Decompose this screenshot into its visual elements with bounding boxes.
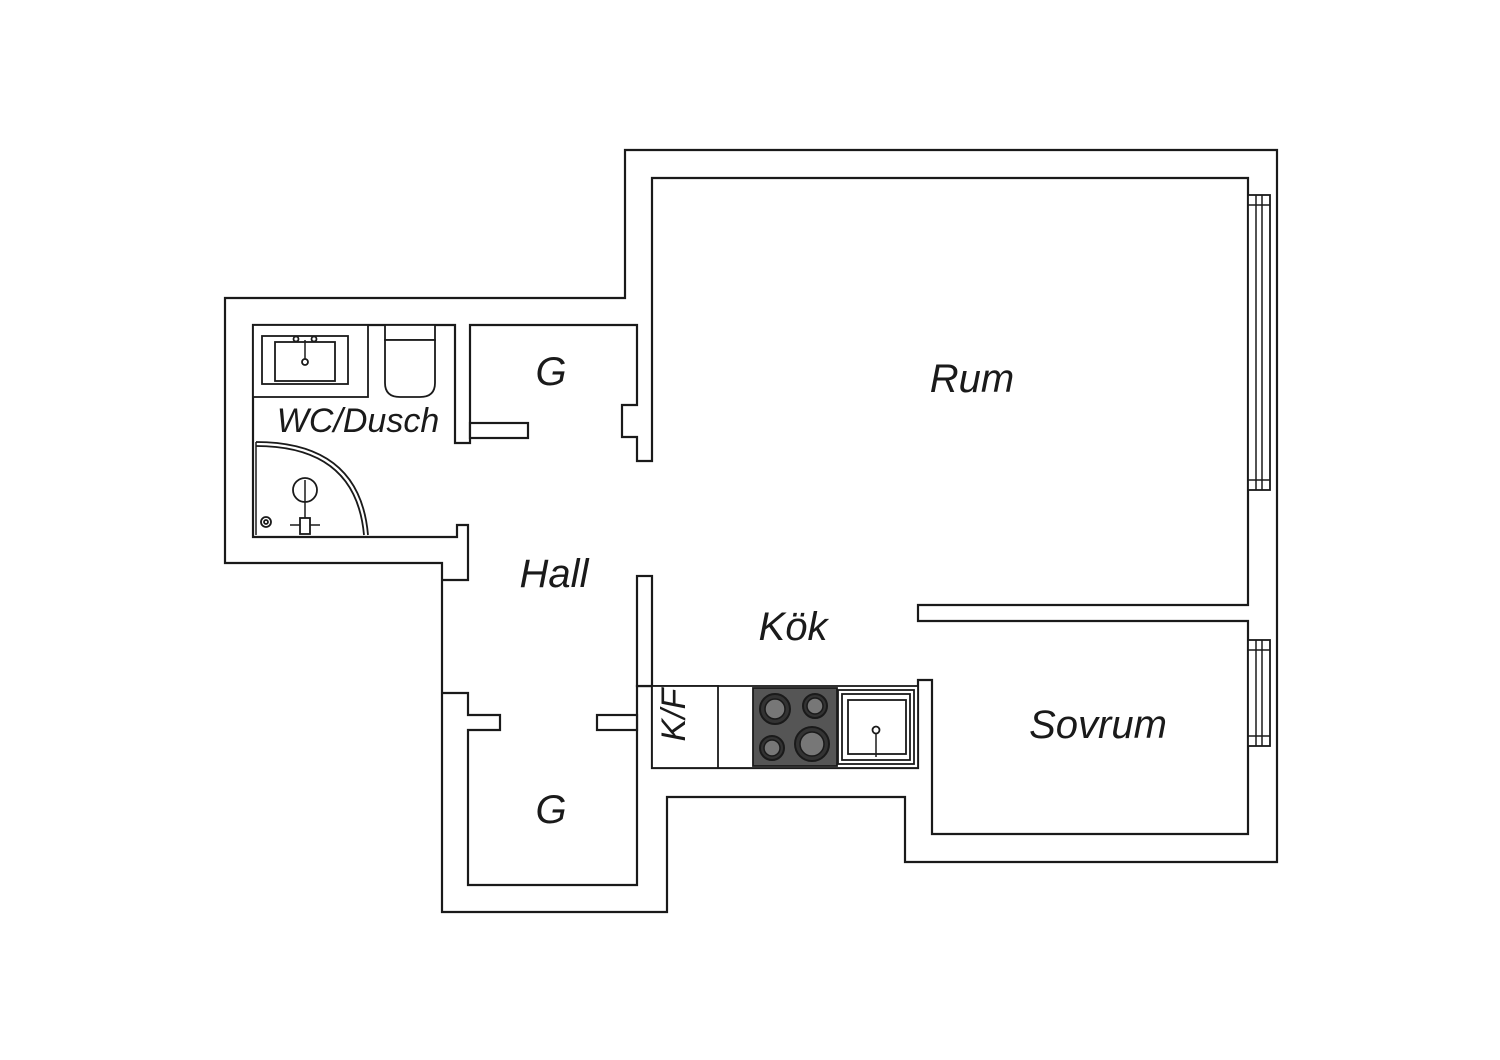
- stove-burners: [759, 693, 830, 762]
- shower-icon: [255, 441, 369, 536]
- room-labels: Rum Sovrum Kök Hall WC/Dusch G G K/F: [277, 350, 1167, 832]
- bathroom-fixtures: [252, 324, 436, 536]
- toilet-icon: [384, 324, 436, 398]
- room-label-sovrum: Sovrum: [1029, 703, 1167, 747]
- room-label-kok: Kök: [759, 605, 830, 649]
- outer-wall: [223, 148, 1279, 914]
- room-label-closet-upper: G: [535, 350, 566, 394]
- window-rum: [1247, 194, 1271, 491]
- window-sovrum: [1247, 639, 1271, 747]
- room-label-rum: Rum: [930, 357, 1014, 401]
- closet-upper-wall-stub: [468, 421, 530, 440]
- room-label-closet-lower: G: [535, 788, 566, 832]
- hall-kok-wall: [635, 574, 654, 688]
- kitchen-sink-icon: [837, 689, 915, 765]
- interior-walls: [468, 421, 654, 732]
- fridge-box: [651, 685, 719, 769]
- room-label-hall: Hall: [520, 552, 590, 596]
- sink-icon: [252, 324, 369, 398]
- kitchen-fixtures: [651, 685, 919, 769]
- room-label-wc: WC/Dusch: [277, 402, 439, 440]
- room-label-fridge: K/F: [655, 686, 693, 741]
- windows: [1247, 194, 1271, 747]
- closet-lower-stub: [595, 713, 639, 732]
- exterior-walls: [223, 148, 1279, 914]
